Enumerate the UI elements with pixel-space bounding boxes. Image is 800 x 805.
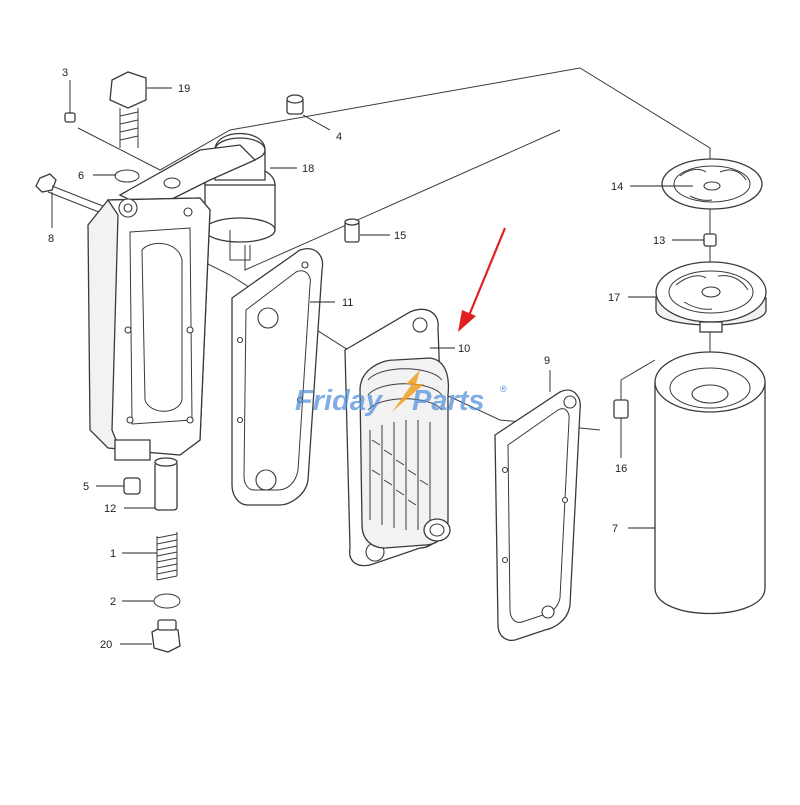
part-3-plug bbox=[64, 112, 76, 123]
callout-3: 3 bbox=[62, 67, 68, 79]
callout-13: 13 bbox=[653, 235, 665, 247]
callout-14: 14 bbox=[611, 181, 623, 193]
part-10-oil-cooler bbox=[344, 308, 451, 567]
part-13-insert bbox=[703, 233, 717, 247]
part-20-plug bbox=[151, 619, 181, 653]
watermark-text-friday: Friday bbox=[295, 385, 384, 417]
callout-11: 11 bbox=[342, 297, 353, 309]
watermark-trademark: ® bbox=[500, 384, 507, 394]
part-12-piston bbox=[154, 457, 178, 511]
watermark-bolt-icon bbox=[392, 370, 424, 412]
axis-line-housing bbox=[244, 129, 561, 271]
callout-labels: 3 19 4 6 18 8 15 11 10 9 14 13 17 16 7 5… bbox=[48, 67, 665, 651]
part-7-filter bbox=[654, 351, 766, 615]
callout-6: 6 bbox=[78, 170, 84, 182]
callout-15: 15 bbox=[394, 230, 406, 242]
highlight-arrow-head bbox=[458, 310, 476, 332]
part-4-plug bbox=[286, 94, 304, 115]
callout-9: 9 bbox=[544, 355, 550, 367]
callout-19: 19 bbox=[178, 83, 190, 95]
part-17-filter-head bbox=[655, 261, 767, 333]
callout-8: 8 bbox=[48, 233, 54, 245]
callout-12: 12 bbox=[104, 503, 116, 515]
part-14-plate bbox=[661, 158, 763, 210]
oil-cooler-housing bbox=[87, 197, 211, 461]
part-5-plug bbox=[123, 477, 141, 495]
part-6-oring bbox=[114, 169, 140, 183]
axis-line-top bbox=[77, 67, 711, 180]
highlight-arrow bbox=[458, 227, 507, 332]
callout-20: 20 bbox=[100, 639, 112, 651]
callout-5: 5 bbox=[83, 481, 89, 493]
part-11-gasket bbox=[231, 248, 324, 506]
part-19-bolt bbox=[109, 71, 147, 148]
leader-lines bbox=[51, 80, 704, 645]
part-16-fitting bbox=[613, 359, 656, 419]
callout-17: 17 bbox=[608, 292, 620, 304]
callout-16: 16 bbox=[615, 463, 627, 475]
highlight-arrow-shaft bbox=[466, 227, 507, 319]
callout-7: 7 bbox=[612, 523, 618, 535]
callout-2: 2 bbox=[110, 596, 116, 608]
part-2-oring bbox=[153, 593, 181, 609]
part-1-spring bbox=[156, 532, 178, 581]
watermark-text-parts: Parts bbox=[412, 385, 485, 417]
part-9-gasket bbox=[494, 389, 581, 641]
callout-10: 10 bbox=[458, 343, 470, 355]
callout-18: 18 bbox=[302, 163, 314, 175]
callout-4: 4 bbox=[336, 131, 342, 143]
watermark-logo: Friday Parts ® bbox=[295, 370, 507, 417]
part-15-sleeve bbox=[344, 218, 360, 243]
callout-1: 1 bbox=[110, 548, 116, 560]
